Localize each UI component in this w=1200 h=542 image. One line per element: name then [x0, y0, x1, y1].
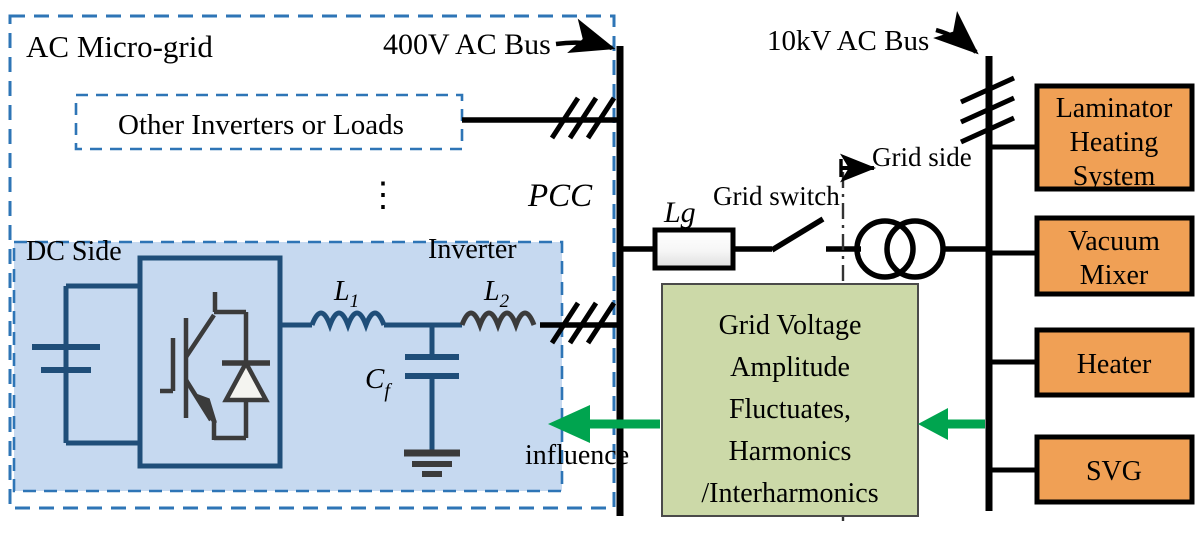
load-box-vacuum-mixer[interactable]	[1034, 215, 1195, 297]
load-line: Laminator	[1056, 93, 1173, 124]
three-phase-hatch-upper	[549, 96, 617, 140]
grid-switch[interactable]	[770, 216, 825, 253]
label-Cf: Cf	[365, 363, 392, 402]
igbt-bridge-box	[137, 255, 283, 469]
load-line: SVG	[1086, 456, 1142, 487]
grid-impedance-Lg	[652, 227, 736, 271]
label-grid-switch: Grid switch	[713, 181, 840, 211]
igbt-emitter-arrowhead	[191, 392, 217, 425]
label-influence: influence	[525, 440, 629, 471]
disturbance-line-4: /Interharmonics	[701, 478, 878, 509]
load-line: Vacuum	[1068, 226, 1160, 257]
three-phase-hatch-inverter	[549, 301, 617, 345]
filter-inductor-L2	[459, 310, 537, 333]
label-vertical-ellipsis: ⋮	[366, 177, 400, 214]
disturbance-box-text: Grid Voltage Amplitude Fluctuates, Harmo…	[701, 310, 878, 509]
load-text-vacuum-mixer: Vacuum Mixer	[1068, 226, 1160, 291]
load-text-svg: SVG	[1086, 456, 1142, 487]
label-L1: L1	[333, 276, 359, 312]
load-box-heater[interactable]	[1034, 327, 1195, 398]
load-line: Heating	[1070, 127, 1159, 158]
ground-symbol	[404, 449, 460, 477]
label-dc-side: DC Side	[26, 236, 122, 267]
grid-side-arrow	[839, 153, 876, 183]
load-line: Heater	[1077, 349, 1152, 380]
label-bus-10kv: 10kV AC Bus	[767, 25, 929, 57]
label-other-inverters: Other Inverters or Loads	[118, 109, 404, 141]
load-box-svg[interactable]	[1034, 434, 1195, 505]
transformer-winding-primary	[854, 218, 916, 280]
disturbance-line-1: Amplitude	[730, 352, 850, 383]
load-text-laminator-heating-system: Laminator Heating System	[1056, 93, 1173, 192]
label-L2: L2	[483, 276, 510, 312]
filter-inductor-L1	[309, 310, 387, 333]
disturbance-line-0: Grid Voltage	[719, 310, 862, 341]
disturbance-line-2: Fluctuates,	[729, 394, 851, 425]
arrow-loads-to-disturbance	[918, 408, 985, 440]
label-Lg: Lg	[663, 196, 696, 229]
three-phase-hatch-10kv	[959, 75, 1016, 145]
label-grid-side: Grid side	[872, 142, 972, 172]
load-line: System	[1073, 161, 1156, 192]
arrow-disturbance-to-inverter	[548, 405, 660, 443]
bus-400v-arrow	[555, 18, 616, 54]
inverter-region	[12, 240, 564, 493]
bus-10kv-arrow	[933, 11, 979, 55]
load-box-laminator-heating-system[interactable]	[1034, 83, 1195, 192]
load-text-heater: Heater	[1077, 349, 1152, 380]
ac-microgrid-boundary	[8, 14, 616, 510]
disturbance-line-3: Harmonics	[729, 436, 852, 467]
label-ac-microgrid: AC Micro-grid	[26, 29, 213, 64]
disturbance-box	[661, 283, 919, 517]
label-pcc: PCC	[527, 178, 593, 214]
label-inverter: Inverter	[428, 234, 517, 265]
load-line: Mixer	[1080, 260, 1149, 291]
label-bus-400v: 400V AC Bus	[383, 28, 551, 61]
antiparallel-diode	[222, 358, 270, 403]
